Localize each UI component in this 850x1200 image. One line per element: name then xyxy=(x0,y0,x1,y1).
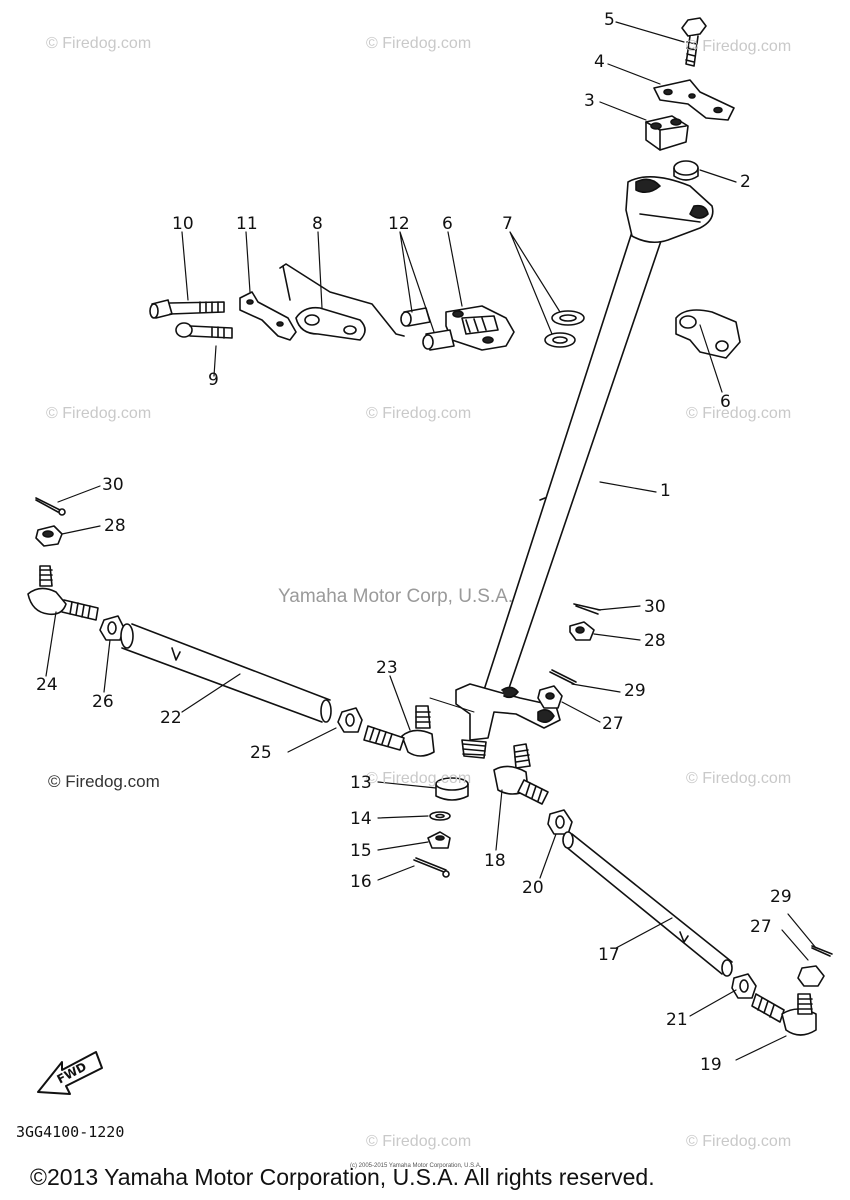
part-label: 1 xyxy=(660,481,671,501)
part-label: 22 xyxy=(160,708,182,728)
part-label: 3 xyxy=(584,91,595,111)
part-label: 26 xyxy=(92,692,114,712)
watermark-firedog-dark: © Firedog.com xyxy=(48,772,160,791)
tiny-copyright-notice: (c) 2005-2015 Yamaha Motor Corporation, … xyxy=(350,1163,482,1169)
part-6-clamp-right xyxy=(675,309,741,359)
part-label: 11 xyxy=(236,214,258,234)
part-5-bolt xyxy=(681,17,707,67)
part-label: 30 xyxy=(644,597,666,617)
part-label: 27 xyxy=(750,917,772,937)
part-label: 7 xyxy=(502,214,513,234)
part-label: 21 xyxy=(666,1010,688,1030)
part-label: 13 xyxy=(350,773,372,793)
part-label: 19 xyxy=(700,1055,722,1075)
part-label: 20 xyxy=(522,878,544,898)
part-6-clamp-left xyxy=(445,305,515,351)
part-label: 10 xyxy=(172,214,194,234)
part-label: 18 xyxy=(484,851,506,871)
part-10-bolt xyxy=(149,299,225,319)
part-label: 29 xyxy=(624,681,646,701)
part-7-washers xyxy=(544,310,585,348)
part-label: 27 xyxy=(602,714,624,734)
watermark-firedog: © Firedog.com xyxy=(366,770,472,787)
part-label: 23 xyxy=(376,658,398,678)
diagram-code: 3GG4100-1220 xyxy=(16,1123,125,1141)
part-label: 24 xyxy=(36,675,58,695)
copyright-footer: ©2013 Yamaha Motor Corporation, U.S.A. A… xyxy=(30,1164,655,1190)
part-label: 25 xyxy=(250,743,272,763)
part-label: 12 xyxy=(388,214,410,234)
part-12-collars xyxy=(400,307,455,351)
watermark-firedog: © Firedog.com xyxy=(46,405,152,422)
left-tie-rod-assembly xyxy=(27,497,363,733)
part-4-plate xyxy=(653,79,735,121)
watermark-firedog: © Firedog.com xyxy=(686,1133,792,1150)
watermark-firedog: © Firedog.com xyxy=(686,770,792,787)
part-2-cap xyxy=(673,160,699,181)
part-label: 5 xyxy=(604,10,615,30)
right-tie-rod-assembly xyxy=(493,603,833,1036)
parts-13-16-stack xyxy=(413,777,469,878)
part-23-tie-rod-end xyxy=(363,705,435,757)
part-label: 15 xyxy=(350,841,372,861)
part-3-holder xyxy=(645,115,689,151)
part-label: 28 xyxy=(104,516,126,536)
part-label: 8 xyxy=(312,214,323,234)
watermark-firedog: © Firedog.com xyxy=(366,35,472,52)
watermark-firedog: © Firedog.com xyxy=(366,405,472,422)
part-8-bracket xyxy=(279,263,405,341)
watermark-firedog: © Firedog.com xyxy=(686,38,792,55)
part-label: 6 xyxy=(442,214,453,234)
fwd-arrow-icon xyxy=(37,1051,103,1095)
part-11-plate xyxy=(239,291,297,341)
part-label: 17 xyxy=(598,945,620,965)
part-label: 28 xyxy=(644,631,666,651)
part-label: 14 xyxy=(350,809,372,829)
part-label: 29 xyxy=(770,887,792,907)
part-label: 4 xyxy=(594,52,605,72)
part-label: 16 xyxy=(350,872,372,892)
watermark-firedog: © Firedog.com xyxy=(686,405,792,422)
part-label: 9 xyxy=(208,370,219,390)
watermark-firedog: © Firedog.com xyxy=(366,1133,472,1150)
watermark-center: Yamaha Motor Corp, U.S.A. xyxy=(278,586,514,607)
part-9-bolt xyxy=(175,322,233,339)
watermark-firedog: © Firedog.com xyxy=(46,35,152,52)
part-label: 30 xyxy=(102,475,124,495)
leader-lines xyxy=(45,21,817,1061)
part-label: 2 xyxy=(740,172,751,192)
steering-shaft xyxy=(429,176,714,759)
part-label: 6 xyxy=(720,392,731,412)
